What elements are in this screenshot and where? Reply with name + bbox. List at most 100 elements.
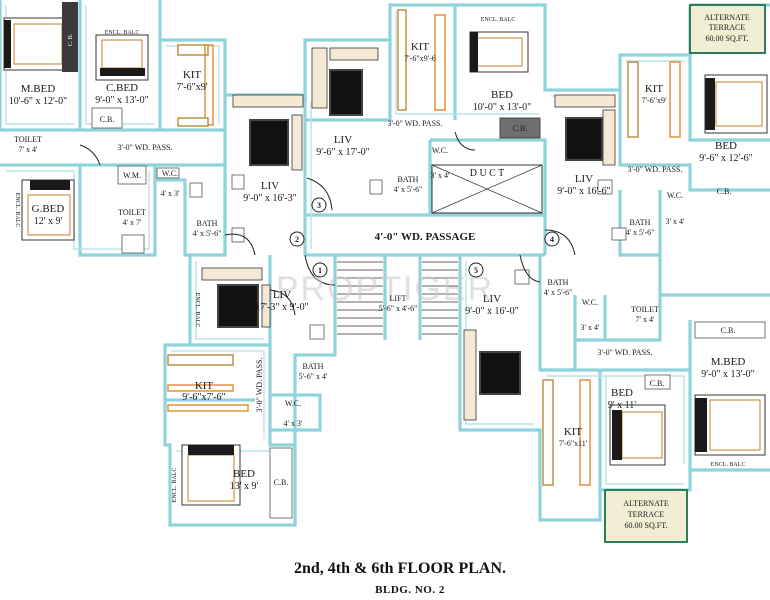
room-liv2-dim: 9'-6" x 17'-0" — [316, 147, 369, 158]
room-bath2-dim: 4' x 5'-6" — [394, 185, 423, 194]
passage-vertical: 3'-0" WD. PASS. — [255, 358, 264, 413]
bed-icon — [3, 17, 67, 71]
room-mbed2-dim: 9'-0" x 13'-0" — [701, 369, 754, 380]
terrace-bottom-box — [604, 489, 688, 543]
room-bath3-dim: 4' x 5'-6" — [626, 228, 655, 237]
room-kit1-dim: 7'-6"x9' — [176, 82, 207, 93]
room-bath4-name: BATH — [548, 278, 569, 287]
room-wc1-dim: 4' x 3' — [161, 189, 180, 198]
terrace-top-line3: 60.00 SQ.FT. — [706, 34, 749, 43]
room-liv3-dim: 9'-0" x 16'-6" — [557, 186, 610, 197]
room-wc2-name: W.C. — [432, 146, 448, 155]
terrace-top-box — [689, 4, 766, 54]
room-liv1-name: LIV — [261, 180, 279, 192]
rug-icon — [217, 284, 259, 328]
headboard-icon — [695, 398, 707, 452]
headboard-icon — [30, 180, 70, 190]
terrace-bottom-line1: ALTERNATE — [623, 499, 669, 508]
room-wc3-name: W.C. — [667, 191, 683, 200]
room-mbed1-dim: 10'-6" x 12'-0" — [9, 96, 67, 107]
room-wc3-dim: 3' x 4' — [666, 217, 685, 226]
room-wc4-dim: 3' x 4' — [581, 323, 600, 332]
passage-top-left: 3'-0" WD. PASS. — [118, 143, 173, 152]
room-toilet2-name: TOILET — [118, 208, 146, 217]
room-kit5-name: KIT — [564, 426, 583, 438]
room-kit2-name: KIT — [411, 41, 430, 53]
cb-box — [644, 374, 671, 390]
headboard-icon — [612, 410, 622, 460]
rug-icon — [329, 69, 363, 116]
walls — [0, 0, 770, 527]
passage-top-right: 3'-0" WD. PASS. — [628, 165, 683, 174]
room-kit3-dim: 7'-6"x9' — [642, 96, 667, 105]
room-liv5-name: LIV — [483, 293, 501, 305]
room-toilet1-name: TOILET — [14, 135, 42, 144]
unit-marker-3-label: 3 — [317, 201, 321, 210]
room-bed4-dim: 13' x 9' — [230, 481, 259, 492]
encl-balc-label: ENCL. BALC — [105, 30, 140, 36]
cb-box — [269, 447, 293, 519]
room-wc5-dim: 4' x 3' — [284, 419, 303, 428]
unit-marker-4 — [544, 231, 560, 247]
cb-dark-box — [499, 117, 541, 139]
encl-balc-label: ENCL. BALC — [172, 468, 178, 503]
encl-balc-label: ENCL. BALC — [711, 462, 746, 468]
room-cbed1-name: C.BED — [106, 82, 138, 94]
cb-dark-label: C.B. — [513, 124, 528, 133]
terrace-bottom: ALTERNATE TERRACE 60.00 SQ.FT. — [604, 489, 688, 543]
unit-marker-3 — [311, 197, 327, 213]
room-kit1-name: KIT — [183, 69, 202, 81]
rug-icon — [479, 351, 521, 395]
cb-label: C.B. — [717, 187, 732, 196]
unit-marker-4-label: 4 — [550, 235, 554, 244]
main-passage-label: 4'-0" WD. PASSAGE — [375, 231, 476, 243]
rug-icon — [249, 119, 289, 166]
wardrobe-icon — [62, 2, 78, 72]
unit-marker-1 — [312, 262, 328, 278]
room-mbed1-name: M.BED — [21, 83, 56, 95]
stair-treads — [337, 261, 458, 335]
page-subtitle: BLDG. NO. 2 — [375, 584, 445, 596]
room-kit2-dim: 7'-6"x9'-6 — [404, 54, 435, 63]
terrace-bottom-line2: TERRACE — [628, 510, 665, 519]
room-bath1-dim: 4' x 5'-6" — [193, 229, 222, 238]
duct: D U C T — [431, 164, 543, 214]
passage-bottom-right: 3'-0" WD. PASS. — [598, 348, 653, 357]
room-bath1-name: BATH — [197, 219, 218, 228]
bed-icon — [469, 31, 529, 73]
cb-label: C.B. — [650, 379, 665, 388]
room-lift-dim: 5'-6" x 4'-6" — [379, 304, 418, 313]
room-bed5-name: BED — [611, 387, 633, 399]
rug-icon — [565, 117, 603, 161]
room-liv3-name: LIV — [575, 173, 593, 185]
headboard-icon — [4, 20, 11, 68]
room-bed3-dim: 9'-6" x 12'-6" — [699, 153, 752, 164]
room-wm: W.M. — [123, 171, 141, 180]
room-bath4-dim: 4' x 5'-6" — [544, 288, 573, 297]
room-liv2-name: LIV — [334, 134, 352, 146]
room-wc1-name: W.C. — [162, 169, 178, 178]
room-liv4-name: LIV — [273, 289, 291, 301]
terrace-top-line1: ALTERNATE — [704, 13, 750, 22]
unit-marker-2 — [289, 231, 305, 247]
room-wc2-dim: 3' x 4' — [431, 171, 450, 180]
room-liv1-dim: 9'-0" x 16'-3" — [243, 193, 296, 204]
unit-marker-1-label: 1 — [318, 266, 322, 275]
room-bath3-name: BATH — [630, 218, 651, 227]
cb-box — [91, 107, 123, 129]
terrace-top: ALTERNATE TERRACE 60.00 SQ.FT. — [689, 4, 766, 54]
cb-label: C.B. — [721, 326, 736, 335]
unit-marker-5 — [468, 262, 484, 278]
room-toilet3-name: TOILET — [631, 305, 659, 314]
room-bath5-dim: 5'-6" x 4' — [299, 372, 328, 381]
room-bed3-name: BED — [715, 140, 737, 152]
room-labels: M.BED 10'-6" x 12'-0" C.BED 9'-0" x 13'-… — [9, 17, 755, 502]
duct-label: D U C T — [470, 168, 505, 179]
room-kit5-dim: 7'-6"x11' — [559, 439, 588, 448]
room-gbed-name: G.BED — [32, 203, 65, 215]
headboard-icon — [100, 68, 145, 76]
room-mbed2-name: M.BED — [711, 356, 746, 368]
room-lift-name: LIFT — [390, 294, 407, 303]
headboard-icon — [470, 32, 478, 72]
